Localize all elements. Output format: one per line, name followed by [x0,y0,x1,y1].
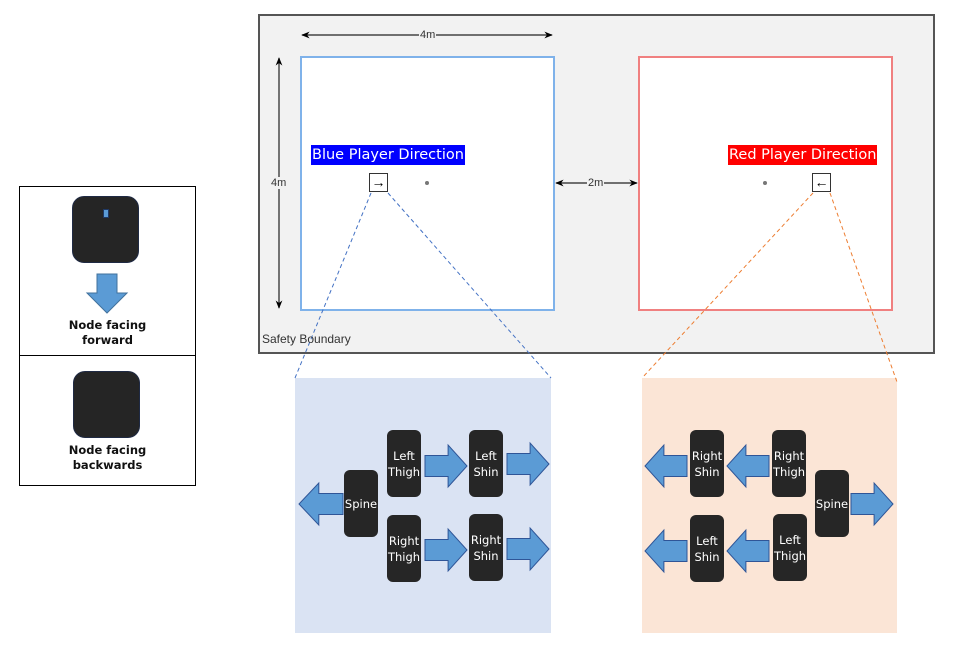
blue-sensor-left-thigh: Left Thigh [387,430,421,497]
zone-height-label: 4m [270,177,288,189]
legend-forward-label: Node facing forward [20,318,195,348]
node-backward-icon [73,371,140,438]
blue-sensor-panel [295,378,551,633]
legend-backward-line1: Node facing [68,443,147,457]
blue-sensor-spine: Spine [344,470,378,537]
red-sensor-spine: Spine [815,470,849,537]
red-sensor-right-shin: Right Shin [690,430,724,497]
legend-box: Node facing forward Node facing backward… [19,186,196,486]
legend-forward-line2: forward [82,333,133,347]
blue-player-direction-label: Blue Player Direction [311,145,465,165]
safety-boundary-label: Safety Boundary [262,332,351,346]
blue-sensor-right-thigh: Right Thigh [387,515,421,582]
blue-sensor-left-shin: Left Shin [469,430,503,497]
node-forward-icon [72,196,139,263]
red-player-direction-label: Red Player Direction [728,145,878,165]
legend-divider [20,355,195,356]
red-direction-arrow-left-icon: ← [812,173,831,192]
red-sensor-panel [642,378,897,633]
legend-backward-line2: backwards [72,458,143,472]
node-led-indicator [103,209,109,218]
blue-direction-arrow-right-icon: → [369,173,388,192]
red-zone-center-dot [763,181,767,185]
red-sensor-left-shin: Left Shin [690,515,724,582]
blue-sensor-right-shin: Right Shin [469,514,503,581]
legend-forward-line1: Node facing [68,318,147,332]
legend-backward-label: Node facing backwards [20,443,195,473]
blue-zone-center-dot [425,181,429,185]
red-sensor-right-thigh: Right Thigh [772,430,806,497]
gap-label: 2m [587,177,605,189]
down-arrow-icon [85,273,129,314]
zone-width-label: 4m [419,29,437,41]
red-sensor-left-thigh: Left Thigh [773,514,807,581]
